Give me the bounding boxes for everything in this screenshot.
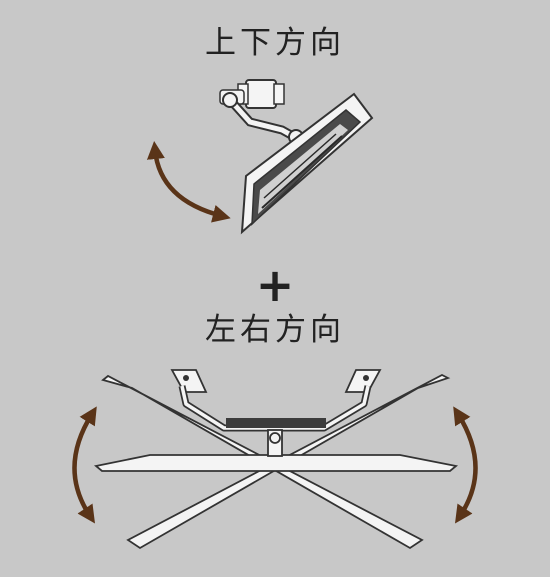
horizontal-direction-title: 左右方向 — [205, 312, 345, 348]
vertical-direction-title: 上下方向 — [205, 25, 345, 61]
tilt-arrow — [146, 141, 231, 223]
plus-sign: + — [255, 258, 295, 312]
swivel-wall-bracket-left — [170, 369, 208, 393]
swivel-arrow-left — [72, 406, 97, 524]
swivel-mount-illustration — [72, 369, 478, 550]
tilt-mount-illustration — [146, 79, 374, 235]
tilted-tv-panel — [240, 92, 374, 235]
swivel-tv-front — [93, 454, 459, 472]
swivel-arrow-right — [453, 406, 478, 524]
swivel-wall-bracket-right — [344, 369, 382, 393]
swivel-arm-frame — [178, 385, 372, 457]
